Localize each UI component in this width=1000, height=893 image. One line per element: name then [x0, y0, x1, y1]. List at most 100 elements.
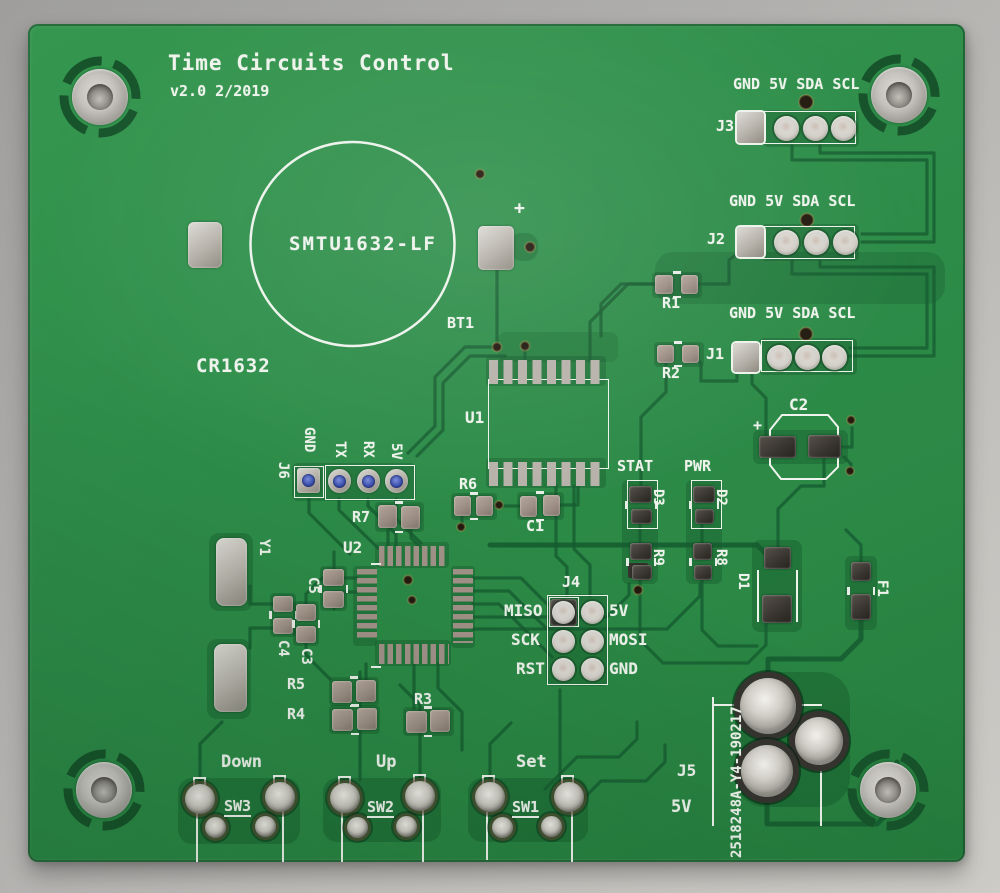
j4-pin-mosi: MOSI — [609, 630, 648, 649]
r1-label: R1 — [662, 294, 681, 312]
j1-ref: J1 — [706, 345, 725, 363]
sw3-silk-line — [282, 810, 284, 862]
c4-pad — [273, 618, 293, 634]
u2-corner-mark — [371, 563, 381, 565]
stat-label: STAT — [617, 457, 654, 475]
r8-label: R8 — [713, 549, 729, 566]
sw1-function-label: Set — [516, 752, 547, 772]
footprint-d2 — [689, 486, 719, 524]
r8-pad — [694, 565, 712, 580]
d1-pad — [764, 547, 791, 569]
d2-ref: D2 — [713, 489, 729, 506]
u2-pad-col — [453, 569, 473, 643]
sw3-ref: SW3 — [224, 797, 252, 817]
j6-outline — [325, 465, 415, 500]
r6-label: R6 — [459, 475, 478, 493]
j2-pad — [774, 230, 799, 255]
j4-pad — [552, 658, 575, 681]
mount-hole-drill — [87, 84, 113, 110]
r1-pad — [655, 275, 673, 294]
footprint-d3 — [625, 486, 657, 524]
r9-pad — [632, 565, 652, 580]
f1-pad — [851, 594, 871, 620]
r8-pad — [693, 543, 712, 560]
r4-pad — [332, 709, 353, 731]
sw2-silk-line — [422, 810, 424, 862]
c4-pad — [273, 596, 293, 612]
c4-label: C4 — [275, 640, 291, 657]
footprint-f1 — [847, 562, 875, 620]
sw3-silk-line — [196, 812, 198, 862]
u2-pad-col — [357, 569, 377, 641]
j5-silk-line — [820, 758, 822, 826]
j6-hole — [333, 475, 346, 488]
j1-outline — [761, 340, 853, 372]
sw2-silk-line — [341, 812, 343, 862]
board-version: v2.0 2/2019 — [170, 82, 270, 100]
u1-ref: U1 — [465, 408, 485, 427]
j3-ref: J3 — [716, 117, 735, 135]
j2-pad — [833, 230, 858, 255]
sw1-silk-line — [571, 810, 573, 862]
sw2-ref: SW2 — [367, 798, 395, 818]
c2-plus-mark: + — [753, 416, 763, 434]
r6-pad — [454, 496, 471, 516]
r9-label: R9 — [650, 549, 666, 566]
u1-pad-row — [489, 360, 603, 384]
bt1-ref: BT1 — [447, 314, 475, 332]
d1-silk-line — [757, 570, 759, 622]
footprint-r3 — [406, 706, 450, 737]
sw2-pad — [347, 817, 368, 838]
d1-silk-line — [796, 570, 798, 622]
j3-pad — [774, 116, 799, 141]
c5-pad — [323, 591, 344, 608]
sw2-pad — [396, 816, 417, 837]
battery-plus-mark: + — [514, 198, 525, 219]
sw1-ref: SW1 — [512, 798, 540, 818]
j5-pad — [740, 678, 796, 734]
j6-pin-rx: RX — [360, 441, 376, 458]
sw3-pin1-mark — [193, 777, 206, 787]
u1-outline — [488, 379, 609, 469]
r2-label: R2 — [662, 364, 681, 382]
j6-hole — [302, 474, 315, 487]
j2-pin1-pad — [737, 227, 764, 257]
sw1-silk-line — [486, 812, 488, 860]
c3-label: C3 — [298, 648, 314, 665]
c2-pad — [759, 436, 796, 458]
sw1-pad — [541, 816, 562, 837]
sw3-pad — [205, 817, 226, 838]
u2-pad-row — [379, 546, 447, 566]
battery-type-label: CR1632 — [196, 355, 271, 377]
r3-label: R3 — [414, 690, 433, 708]
c1-pad — [520, 496, 537, 517]
r7-label: R7 — [352, 508, 371, 526]
c1-label: C1 — [526, 517, 545, 535]
j5-pad — [795, 717, 843, 765]
j6-pin-5v: 5V — [388, 443, 404, 460]
j2-ref: J2 — [707, 230, 726, 248]
d3-pad — [629, 486, 652, 503]
r7-pad — [378, 505, 397, 528]
j1-pad — [822, 345, 847, 370]
j6-pin-gnd: GND — [301, 427, 317, 453]
j2-pin-labels: GND 5V SDA SCL — [729, 192, 856, 210]
sw1-pad — [554, 782, 584, 812]
battery-pad-plus — [478, 226, 514, 270]
j6-ref: J6 — [275, 462, 291, 479]
footprint-r2 — [657, 341, 699, 367]
sw2-pad — [405, 781, 435, 811]
footprint-c5 — [319, 569, 348, 608]
j3-pad — [803, 116, 828, 141]
r2-pad — [682, 345, 699, 363]
footprint-r4 — [332, 704, 377, 735]
d2-outline — [691, 480, 722, 529]
r3-pad — [430, 710, 450, 732]
f1-pad — [851, 562, 871, 581]
j4-pad — [581, 658, 604, 681]
mount-hole-drill — [875, 777, 901, 803]
d1-pad — [762, 595, 792, 623]
j4-pad — [552, 601, 575, 624]
j3-pin-labels: GND 5V SDA SCL — [733, 75, 860, 93]
